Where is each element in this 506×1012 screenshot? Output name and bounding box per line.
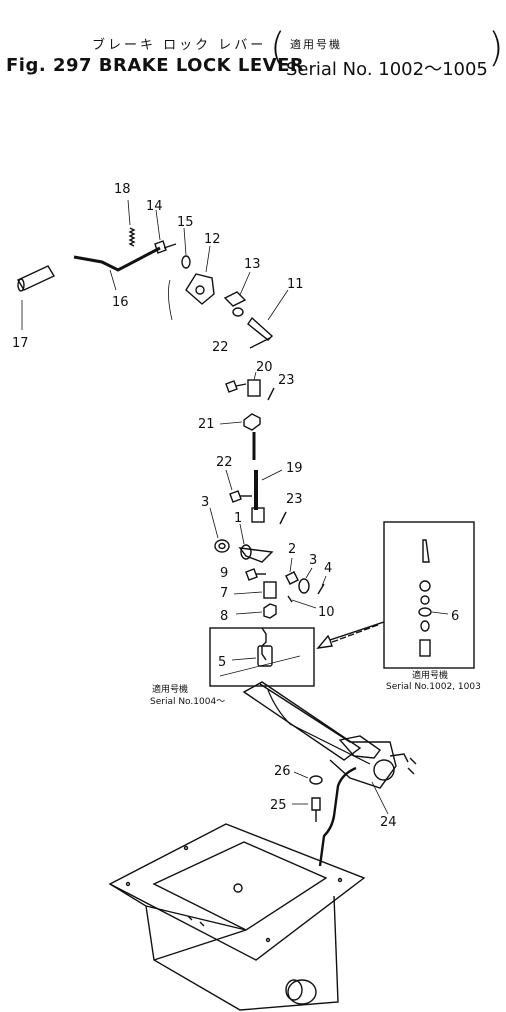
paren-close: ) xyxy=(488,25,504,71)
part-group-lower-lever xyxy=(209,507,274,563)
part-washer-15 xyxy=(181,227,191,269)
callout-14: 14 xyxy=(146,199,163,214)
serial-range: Serial No. 1002～1005 xyxy=(286,59,488,80)
callout-labels: 18 14 15 12 16 17 13 11 22 20 23 21 22 1… xyxy=(12,182,481,830)
callout-10: 10 xyxy=(318,605,335,620)
part-lever-rod xyxy=(73,246,161,291)
inset-right-jp: 適用号機 xyxy=(412,669,448,681)
figure-title: Fig. 297 BRAKE LOCK LEVER xyxy=(6,55,305,76)
callout-22b: 22 xyxy=(216,455,233,470)
callout-12: 12 xyxy=(204,232,221,247)
serial-japanese: 適用号機 xyxy=(290,38,342,51)
callout-11: 11 xyxy=(287,277,304,292)
lever-frame-assembly xyxy=(242,681,417,789)
part-bolt-14 xyxy=(154,209,177,254)
inset-left-serial: Serial No.1004～ xyxy=(150,697,225,707)
callout-5: 5 xyxy=(218,655,226,670)
callout-6: 6 xyxy=(451,609,459,624)
callout-24: 24 xyxy=(380,815,397,830)
paren-open: ( xyxy=(270,25,286,71)
part-block-13 xyxy=(223,271,251,317)
callout-15: 15 xyxy=(177,215,194,230)
callout-20: 20 xyxy=(256,360,273,375)
callout-23a: 23 xyxy=(278,373,295,388)
callout-23b: 23 xyxy=(286,492,303,507)
callout-18: 18 xyxy=(114,182,131,197)
base-tray xyxy=(108,823,366,1011)
callout-22a: 22 xyxy=(212,340,229,355)
part-group-upper-joint xyxy=(219,371,275,431)
part-bent-rod-24 xyxy=(318,766,389,867)
callout-3b: 3 xyxy=(309,553,317,568)
callout-19: 19 xyxy=(286,461,303,476)
part-spring xyxy=(127,199,136,247)
callout-8: 8 xyxy=(220,609,228,624)
part-lever-arm xyxy=(247,289,289,349)
callout-16: 16 xyxy=(112,295,129,310)
callout-2: 2 xyxy=(288,542,296,557)
part-group-clevis xyxy=(233,557,327,619)
callout-9: 9 xyxy=(220,566,228,581)
title-japanese: ブレーキ ロック レバー xyxy=(92,38,267,53)
callout-26: 26 xyxy=(274,764,291,779)
callout-3a: 3 xyxy=(201,495,209,510)
inset-box-right xyxy=(383,521,475,669)
arrow-to-inset xyxy=(316,621,385,649)
callout-7: 7 xyxy=(220,586,228,601)
callout-1: 1 xyxy=(234,511,242,526)
callout-25: 25 xyxy=(270,798,287,813)
part-group-middle-joint xyxy=(225,469,287,525)
callout-17: 17 xyxy=(12,336,29,351)
inset-right-serial: Serial No.1002, 1003 xyxy=(386,682,481,692)
part-pin xyxy=(17,265,55,330)
callout-4: 4 xyxy=(324,561,332,576)
inset-left-jp: 適用号機 xyxy=(152,683,188,695)
part-group-washer-bolt xyxy=(292,771,323,822)
part-bracket-12 xyxy=(168,245,215,321)
callout-13: 13 xyxy=(244,257,261,272)
part-rod-19 xyxy=(251,432,283,523)
callout-21: 21 xyxy=(198,417,215,432)
